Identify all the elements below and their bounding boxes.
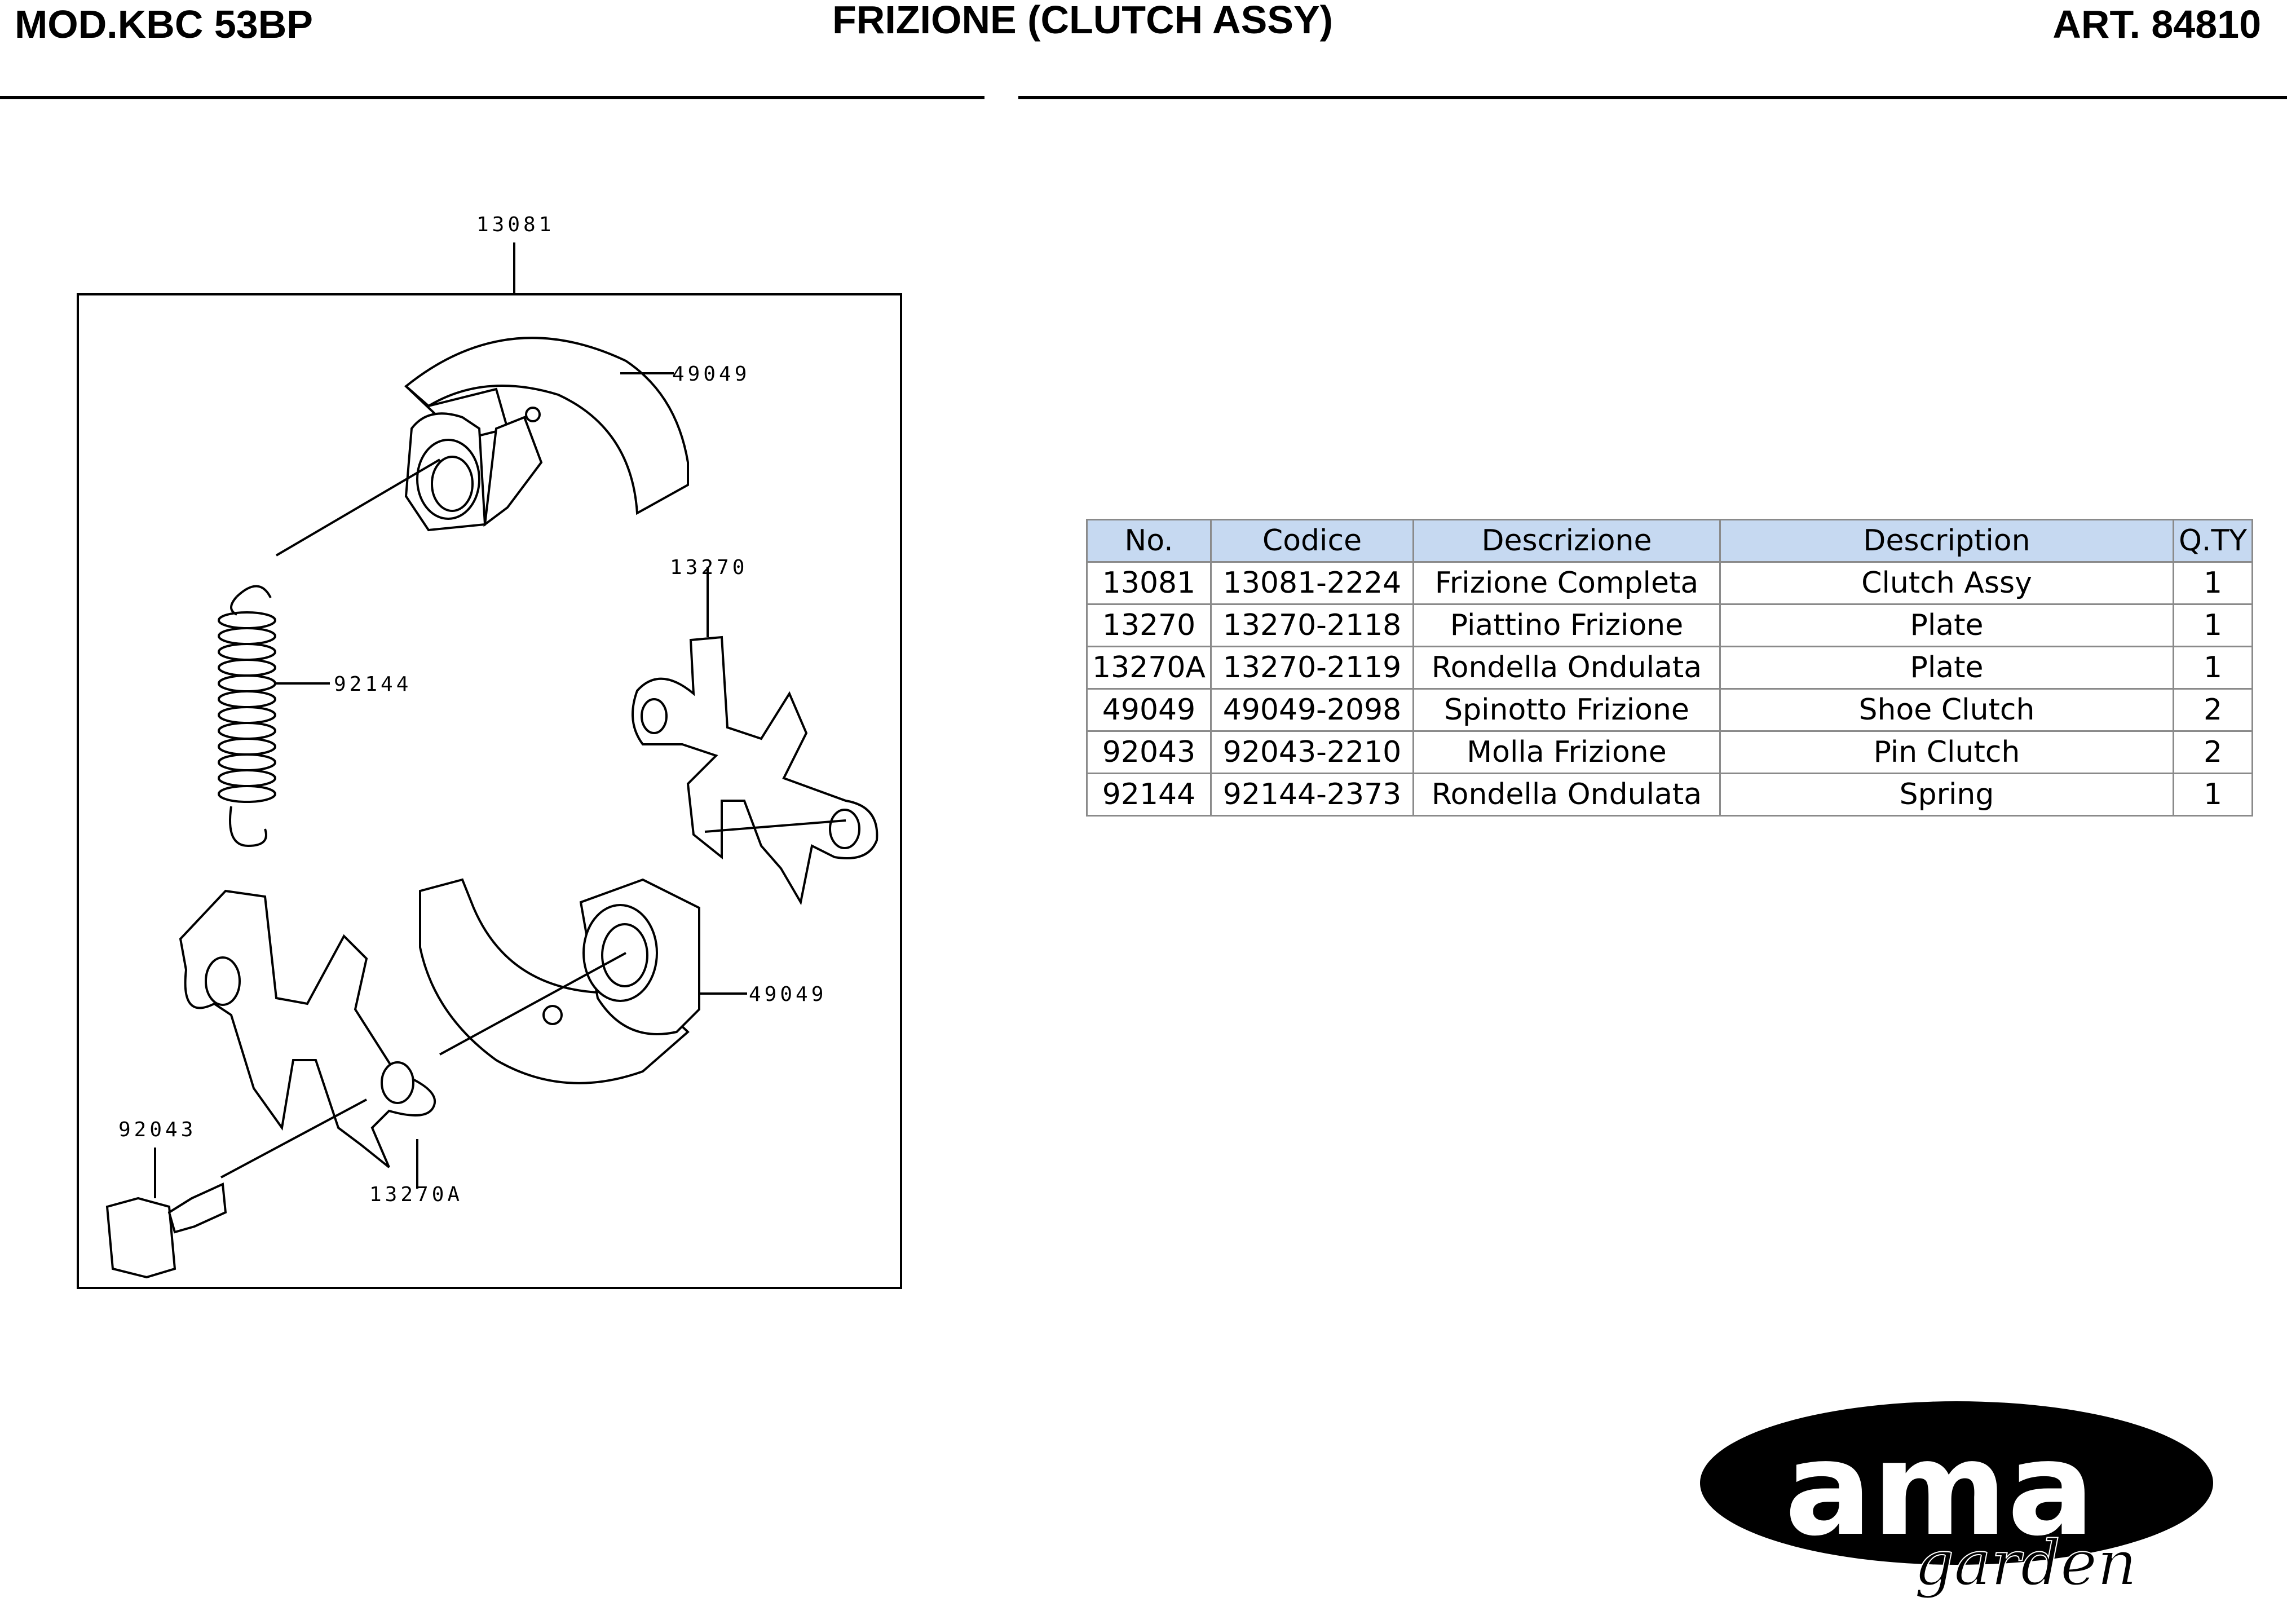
cell-description: Clutch Assy	[1719, 561, 2174, 605]
col-header-qty: Q.TY	[2173, 519, 2253, 563]
cell-descrizione: Spinotto Frizione	[1412, 688, 1721, 732]
cell-code: 92043-2210	[1210, 730, 1414, 774]
cell-code: 13081-2224	[1210, 561, 1414, 605]
cell-no: 49049	[1086, 688, 1212, 732]
table-row: 92144 92144-2373 Rondella Ondulata Sprin…	[1086, 773, 2253, 817]
cell-description: Shoe Clutch	[1719, 688, 2174, 732]
table-row: 49049 49049-2098 Spinotto Frizione Shoe …	[1086, 688, 2253, 732]
col-header-no: No.	[1086, 519, 1212, 563]
ama-garden-logo-icon: ama garden	[1700, 1401, 2213, 1600]
diagram-frame	[77, 293, 902, 1289]
callout-13270: 13270	[670, 556, 748, 579]
callout-13270A: 13270A	[369, 1183, 463, 1206]
table-row: 13270 13270-2118 Piattino Frizione Plate…	[1086, 603, 2253, 647]
cell-code: 92144-2373	[1210, 773, 1414, 817]
cell-qty: 1	[2173, 603, 2253, 647]
table-header-row: No. Codice Descrizione Description Q.TY	[1086, 519, 2253, 563]
cell-qty: 1	[2173, 646, 2253, 690]
cell-no: 92043	[1086, 730, 1212, 774]
cell-code: 49049-2098	[1210, 688, 1414, 732]
cell-descrizione: Molla Frizione	[1412, 730, 1721, 774]
parts-table: No. Codice Descrizione Description Q.TY …	[1086, 519, 2253, 817]
cell-description: Plate	[1719, 603, 2174, 647]
cell-no: 13081	[1086, 561, 1212, 605]
cell-qty: 2	[2173, 730, 2253, 774]
header-divider-right	[1018, 96, 2287, 99]
table-row: 13081 13081-2224 Frizione Completa Clutc…	[1086, 561, 2253, 605]
cell-no: 13270	[1086, 603, 1212, 647]
cell-descrizione: Rondella Ondulata	[1412, 646, 1721, 690]
page-title: FRIZIONE (CLUTCH ASSY)	[832, 0, 1333, 42]
clutch-shoe-bottom-icon	[419, 878, 700, 1084]
article-number: ART. 84810	[2052, 2, 2261, 46]
pin-bolt-icon	[105, 1098, 367, 1279]
cell-descrizione: Rondella Ondulata	[1412, 773, 1721, 817]
cell-descrizione: Piattino Frizione	[1412, 603, 1721, 647]
header-divider-left	[0, 96, 984, 99]
cell-no: 92144	[1086, 773, 1212, 817]
cell-description: Plate	[1719, 646, 2174, 690]
cell-description: Spring	[1719, 773, 2174, 817]
col-header-descrizione: Descrizione	[1412, 519, 1721, 563]
cell-qty: 1	[2173, 561, 2253, 605]
logo-sub-text: garden	[1914, 1527, 2137, 1599]
model-label: MOD.KBC 53BP	[15, 2, 313, 46]
callout-49049-top: 49049	[672, 363, 750, 386]
exploded-parts-diagram: 13081 49049 13270 92144 49049 92043 1327…	[77, 213, 902, 1289]
cell-descrizione: Frizione Completa	[1412, 561, 1721, 605]
table-row: 13270A 13270-2119 Rondella Ondulata Plat…	[1086, 646, 2253, 690]
cell-qty: 1	[2173, 773, 2253, 817]
cell-code: 13270-2119	[1210, 646, 1414, 690]
cell-no: 13270A	[1086, 646, 1212, 690]
cell-description: Pin Clutch	[1719, 730, 2174, 774]
plate-right-icon	[632, 636, 878, 906]
spring-icon	[218, 585, 276, 848]
cell-code: 13270-2118	[1210, 603, 1414, 647]
washer-plate-left-icon	[179, 889, 436, 1168]
col-header-description: Description	[1719, 519, 2174, 563]
clutch-shoe-top-icon	[404, 337, 689, 532]
col-header-code: Codice	[1210, 519, 1414, 563]
callout-49049-bottom: 49049	[749, 983, 827, 1006]
callout-13081: 13081	[476, 213, 554, 236]
logo-brand-text: ama	[1785, 1414, 2095, 1565]
callout-92043: 92043	[118, 1118, 196, 1141]
callout-92144: 92144	[334, 673, 412, 696]
table-row: 92043 92043-2210 Molla Frizione Pin Clut…	[1086, 730, 2253, 774]
cell-qty: 2	[2173, 688, 2253, 732]
